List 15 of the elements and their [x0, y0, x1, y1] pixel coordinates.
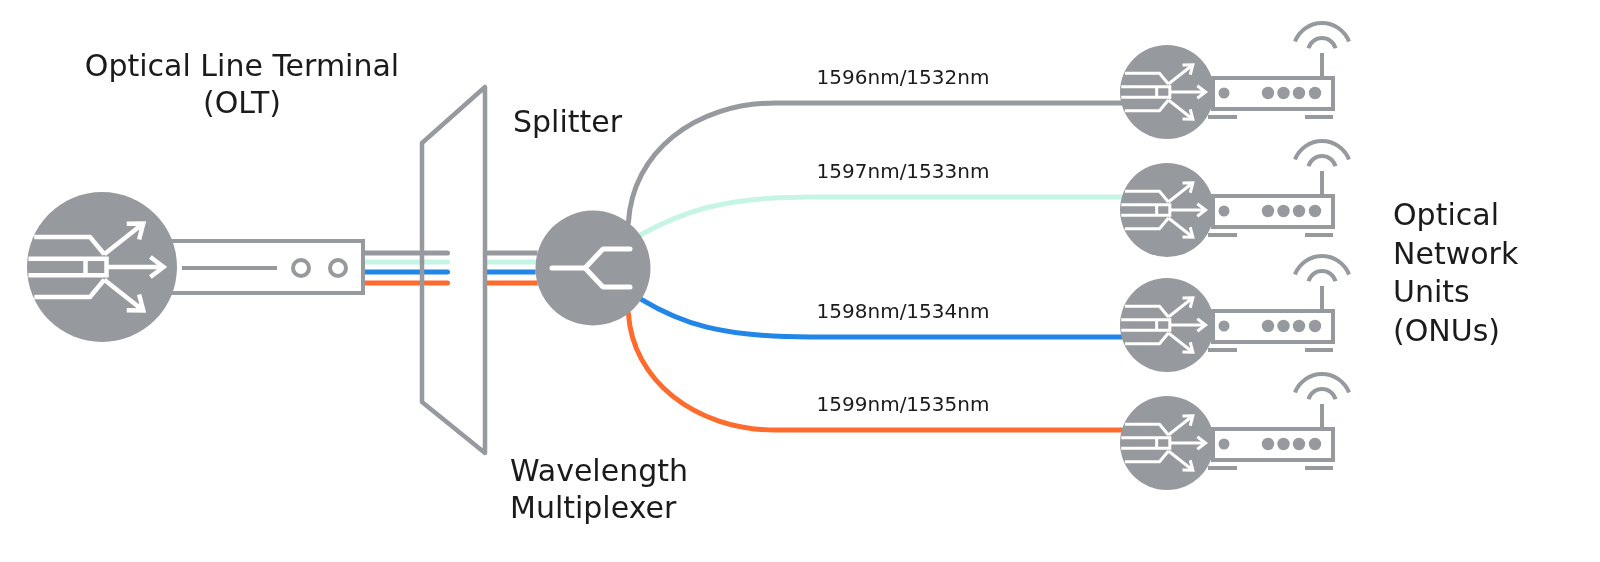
group-label: Optical Network Units (ONUs)	[1393, 196, 1520, 350]
fiber-line	[625, 310, 1125, 433]
fiber-line	[625, 100, 1124, 226]
fiber-line	[487, 250, 538, 256]
fiber-line	[487, 269, 536, 275]
fiber-line	[487, 259, 536, 265]
node-title: Optical Line Terminal (OLT)	[83, 47, 401, 121]
fiber-line	[365, 259, 420, 265]
node-title: Wavelength Multiplexer	[510, 452, 689, 526]
node-title: Splitter	[513, 103, 624, 140]
fiber-line	[487, 280, 538, 286]
fiber-line	[365, 250, 420, 256]
fiber-line	[637, 194, 1125, 238]
fiber-line	[365, 280, 420, 286]
fiber-line	[365, 269, 420, 275]
